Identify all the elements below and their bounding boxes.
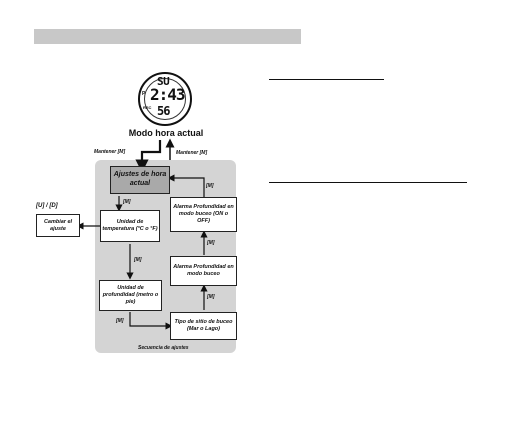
box-depth-alarm-toggle: Alarma Profundidad en modo buceo (ON o O… (170, 197, 237, 232)
watch-time: 2:43 (150, 85, 186, 104)
right-rule-top (269, 79, 384, 80)
hold-m-right-label: Mantener [M] (176, 150, 208, 156)
updown-buttons-label: [U] / [D] (36, 203, 58, 209)
box-dive-site-type: Tipo de sitio de buceo (Mar o Lago) (170, 312, 237, 340)
m-label-4: [M] (207, 294, 215, 300)
m-label-3: [M] (116, 318, 124, 324)
hold-m-left-label: Mantener [M] (94, 149, 126, 155)
m-label-1: [M] (123, 199, 131, 205)
watch-p-indicator: P (142, 91, 146, 97)
watch-mode-label: Modo hora actual (128, 128, 204, 138)
box-depth-alarm: Alarma Profundidad en modo buceo (170, 256, 237, 286)
m-label-5: [M] (207, 240, 215, 246)
watch-dial (144, 78, 186, 120)
watch-tag: REC (143, 105, 152, 110)
box-current-time-settings: Ajustes de hora actual (110, 166, 170, 194)
watch-seconds: 56 (157, 104, 170, 118)
watch-day: SU (157, 75, 170, 88)
m-label-6: [M] (206, 183, 214, 189)
m-label-2: [M] (134, 257, 142, 263)
arrow-toggle-to-current (167, 174, 205, 197)
box-depth-unit: Unidad de profundidad (metro o pie) (99, 280, 162, 311)
settings-sequence-caption: Secuencia de ajustes (138, 345, 189, 351)
box-temperature-unit: Unidad de temperatura (°C o °F) (100, 210, 160, 242)
box-change-setting: Cambiar el ajuste (36, 214, 80, 237)
section-header-bar (34, 29, 301, 44)
arrow-to-settings (135, 140, 162, 173)
watch-face (138, 72, 192, 126)
arrow-depth-to-site (129, 312, 173, 330)
right-rule-middle (269, 182, 467, 183)
